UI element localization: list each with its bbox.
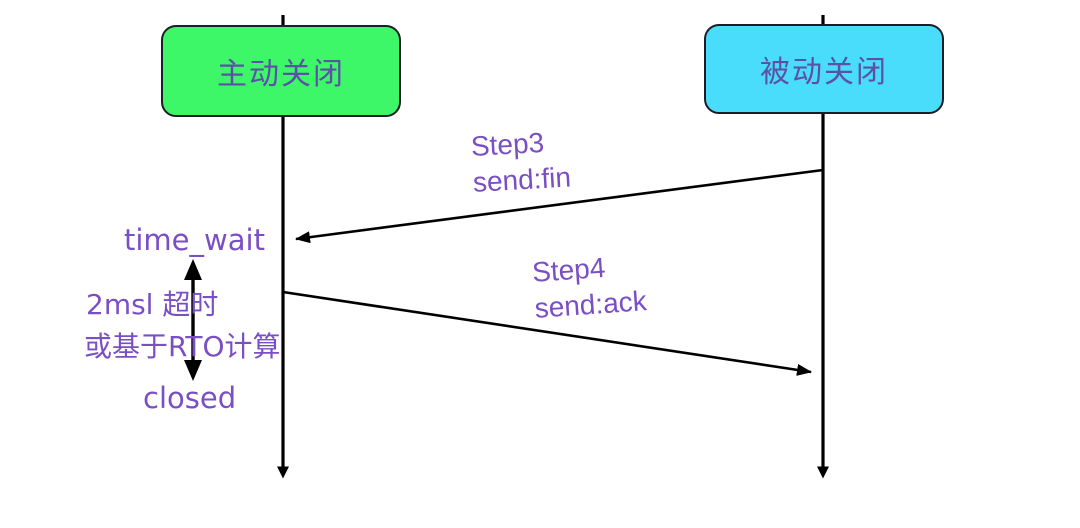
message-title-step3: Step3	[470, 126, 545, 162]
message-arrow-step3	[295, 168, 824, 244]
message-label-step4: Step4 send:ack	[531, 247, 648, 327]
actor-label-passive-close: 被动关闭	[760, 55, 888, 90]
actor-label-active-close: 主动关闭	[217, 57, 345, 92]
message-arrow-step4	[282, 290, 812, 376]
state-label-time-wait: time_wait	[124, 223, 265, 257]
duration-note-line2: 或基于RTO计算	[84, 330, 281, 363]
actor-box-passive-close[interactable]: 被动关闭	[704, 24, 944, 114]
duration-arrow-up-head	[184, 259, 202, 280]
state-label-closed: closed	[143, 381, 237, 415]
message-label-step3: Step3 send:fin	[470, 124, 572, 201]
message-detail-step3: send:fin	[472, 161, 572, 198]
duration-note-line1: 2msl 超时	[86, 288, 219, 321]
duration-arrow-down-head	[184, 360, 202, 381]
actor-box-active-close[interactable]: 主动关闭	[161, 25, 401, 117]
